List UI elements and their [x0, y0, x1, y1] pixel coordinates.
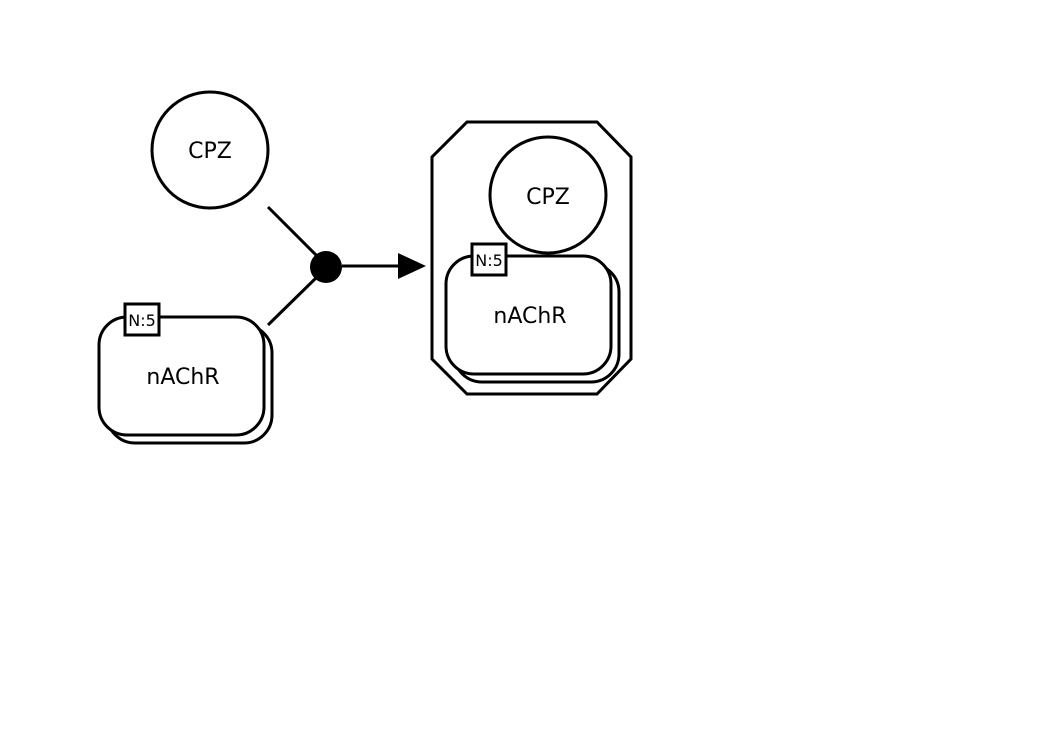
cpz-complex-node: CPZ [488, 135, 608, 255]
nachr-complex-node: nAChR N:5 [444, 242, 621, 384]
cpz-reactant-label: CPZ [188, 139, 232, 164]
cpz-reactant-circle [150, 90, 270, 210]
cpz-complex-circle [488, 135, 608, 255]
cpz-complex-label: CPZ [526, 185, 570, 210]
complex-product-node: CPZ nAChR N:5 [430, 120, 633, 396]
nachr-reactant-node: nAChR N:5 [97, 302, 274, 445]
cpz-reactant-node: CPZ [150, 90, 270, 210]
association-process-node [310, 251, 342, 283]
nachr-reactant-multimer-tag: N:5 [128, 311, 156, 330]
production-arrowhead [398, 253, 426, 279]
nachr-consumption-arc [266, 274, 320, 327]
nachr-complex-label: nAChR [493, 304, 566, 329]
nachr-complex-multimer-tag: N:5 [475, 251, 503, 270]
cpz-consumption-arc [266, 205, 320, 259]
nachr-reactant-box [97, 315, 266, 437]
nachr-reactant-multimer-tag-box [123, 302, 161, 337]
nachr-complex-box [444, 254, 613, 376]
nachr-reactant-label: nAChR [146, 365, 219, 390]
nachr-complex-multimer-tag-box [470, 242, 508, 277]
